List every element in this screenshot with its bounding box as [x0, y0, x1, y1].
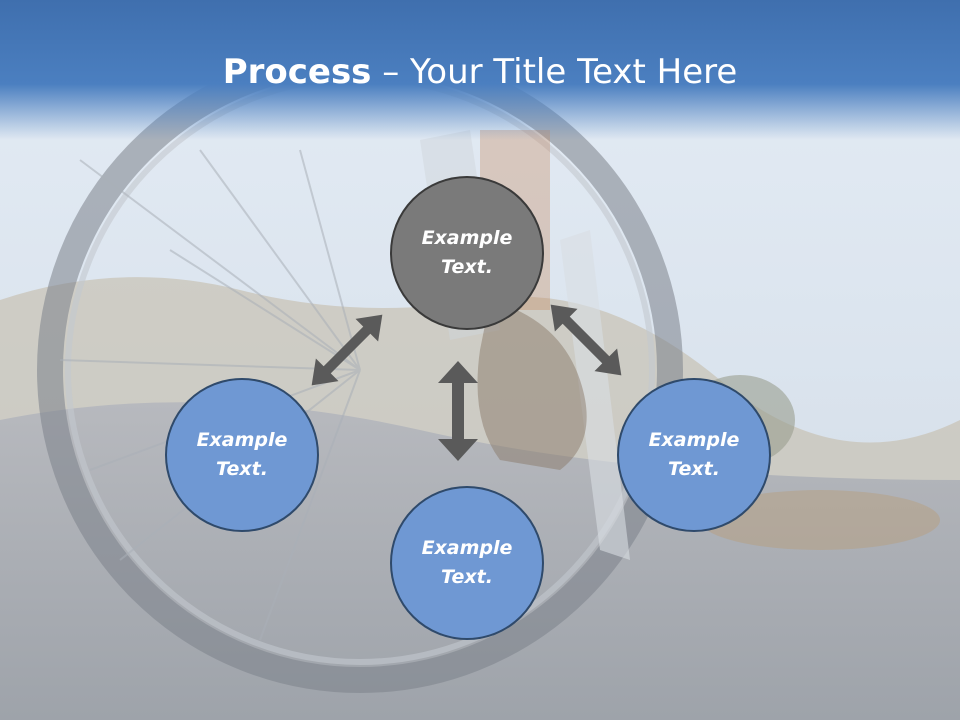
slide-title: Process – Your Title Text Here [0, 52, 960, 92]
double-arrow-icon [311, 314, 383, 386]
node-left-label: Example Text. [196, 429, 288, 480]
node-right-label: Example Text. [648, 429, 740, 480]
title-bar [0, 0, 960, 140]
title-bold: Process [222, 52, 372, 92]
node-left: Example Text. [165, 378, 319, 532]
double-arrow-icon [438, 361, 478, 461]
node-center: Example Text. [390, 176, 544, 330]
node-center-label: Example Text. [421, 227, 513, 278]
title-rest: – Your Title Text Here [371, 52, 738, 92]
node-right: Example Text. [617, 378, 771, 532]
node-bottom: Example Text. [390, 486, 544, 640]
node-bottom-label: Example Text. [421, 537, 513, 588]
double-arrow-icon [550, 304, 622, 376]
